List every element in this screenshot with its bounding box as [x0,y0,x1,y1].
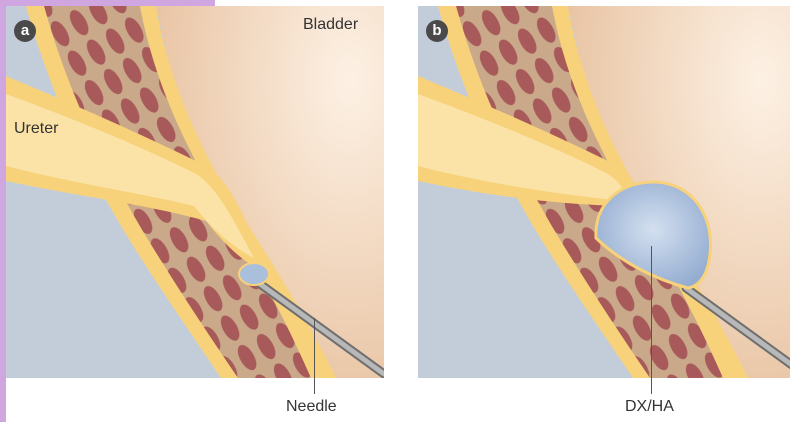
dx-ha-leader-line [651,246,652,394]
panel-b: b [418,6,790,378]
needle-leader-line [314,318,315,394]
panel-a-illustration [6,6,384,378]
ureter-label: Ureter [14,120,58,138]
bladder-label: Bladder [303,16,358,34]
panel-a: a Bladder Ureter [6,6,384,378]
needle-label: Needle [286,398,337,416]
dx-ha-label: DX/HA [625,398,674,416]
panel-b-illustration [418,6,790,378]
injection-bleb [239,263,269,285]
panel-b-badge: b [426,20,448,42]
panel-a-badge: a [14,20,36,42]
